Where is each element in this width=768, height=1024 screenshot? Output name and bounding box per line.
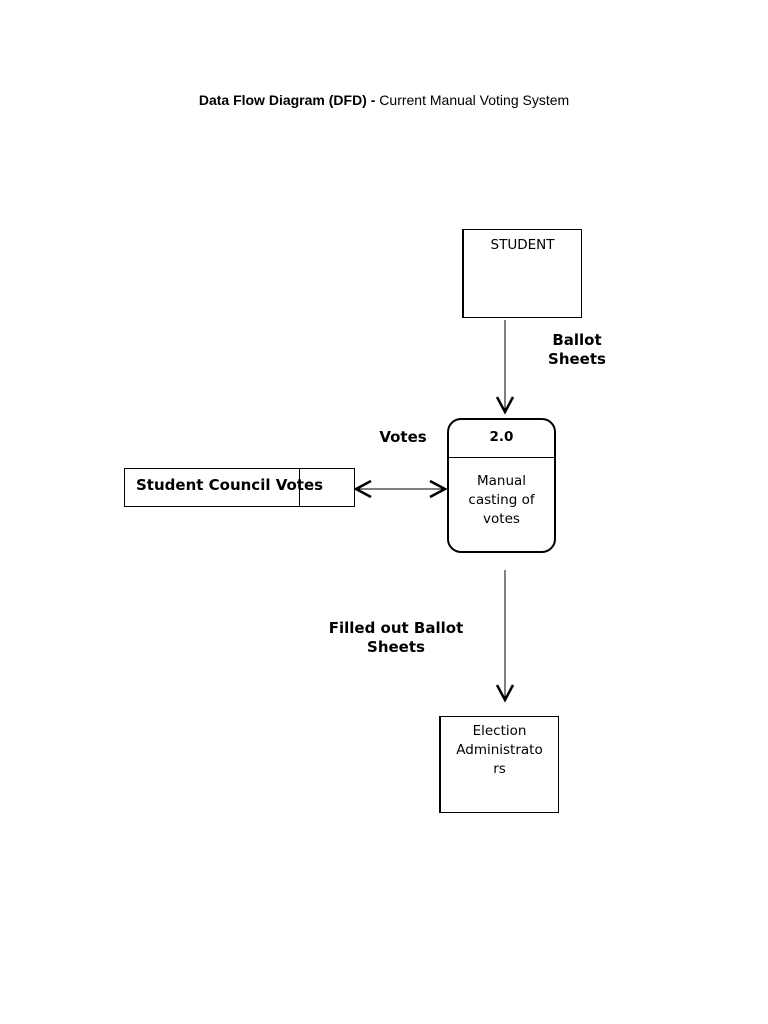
- election-admin-entity: Election Administrato rs: [439, 716, 559, 813]
- student-entity: STUDENT: [462, 229, 582, 318]
- admin-entity-line: rs: [493, 761, 506, 777]
- flow-label-line: Ballot: [552, 331, 602, 349]
- process-name-line: Manual: [476, 473, 527, 489]
- diagram-title: Data Flow Diagram (DFD) - Current Manual…: [0, 92, 768, 108]
- process-name-line: votes: [483, 511, 520, 527]
- title-normal: Current Manual Voting System: [379, 92, 570, 108]
- admin-entity-line: Election: [472, 723, 527, 739]
- flow-label-votes: Votes: [379, 428, 427, 446]
- title-bold: Data Flow Diagram (DFD) -: [198, 92, 376, 108]
- admin-entity-line: Administrato: [456, 742, 543, 758]
- arrow-process-to-admin: [495, 570, 515, 703]
- process-manual-casting: 2.0 Manual casting of votes: [447, 418, 556, 553]
- datastore-student-council-votes: Student Council Votes: [124, 468, 355, 507]
- flow-label-filled-ballot: Filled out Ballot Sheets: [318, 619, 474, 657]
- process-id: 2.0: [449, 420, 554, 458]
- arrow-student-to-process: [495, 320, 515, 415]
- flow-label-line: Sheets: [367, 638, 425, 656]
- student-entity-label: STUDENT: [490, 237, 555, 253]
- flow-label-ballot-sheets: Ballot Sheets: [536, 331, 618, 369]
- datastore-label: Student Council Votes: [136, 476, 324, 494]
- datastore-divider: [299, 469, 300, 506]
- arrow-datastore-process: [353, 479, 448, 499]
- flow-label-line: Sheets: [548, 350, 606, 368]
- flow-label-line: Filled out Ballot: [328, 619, 464, 637]
- process-name: Manual casting of votes: [449, 458, 554, 529]
- process-name-line: casting of: [468, 492, 535, 508]
